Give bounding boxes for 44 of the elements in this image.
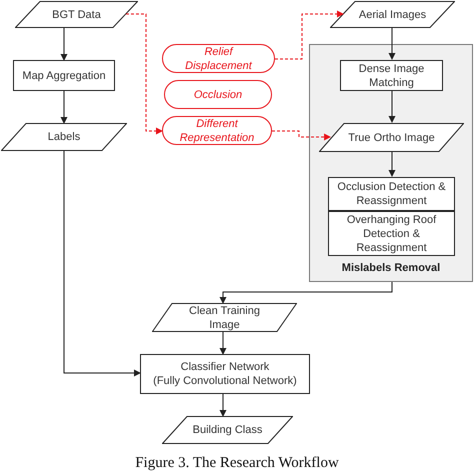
group-panel — [309, 44, 473, 282]
node-text: Different Representation — [178, 116, 256, 144]
data-parallelogram — [1, 123, 127, 151]
node-text: Map Aggregation — [22, 68, 106, 82]
node-text: Classifier Network — [180, 360, 270, 374]
process-box — [328, 177, 455, 211]
data-parallelogram — [330, 1, 455, 28]
node-text: Overhanging Roof Detection & Reassignment — [346, 212, 438, 254]
arrow — [60, 28, 68, 61]
arrow — [274, 10, 344, 60]
process-box — [340, 60, 443, 91]
issue-terminator — [164, 80, 272, 109]
arrow — [388, 150, 396, 177]
node-text: Dense Image Matching — [358, 62, 426, 90]
arrow — [220, 282, 392, 304]
node-text: True Ortho Image — [348, 130, 435, 144]
node-text: (Fully Convolutional Network) — [153, 374, 297, 388]
issue-terminator — [162, 116, 272, 145]
process-box — [13, 60, 115, 91]
arrow — [388, 90, 396, 123]
arrow — [64, 150, 141, 376]
arrow — [125, 14, 163, 134]
arrow — [220, 332, 226, 355]
process-box — [328, 211, 455, 256]
arrow — [272, 130, 332, 140]
node-text: Mislabels Removal — [340, 261, 442, 275]
node-text: BGT Data — [52, 8, 101, 22]
node-text: Labels — [48, 130, 80, 144]
node-text: Occlusion Detection & Reassignment — [336, 180, 447, 208]
data-parallelogram — [15, 1, 138, 28]
node-text: Building Class — [192, 423, 262, 437]
data-parallelogram — [152, 303, 297, 332]
node-text: Relief Displacement — [184, 44, 254, 72]
data-parallelogram — [162, 416, 293, 444]
process-box — [140, 354, 310, 394]
arrow — [388, 28, 396, 60]
data-parallelogram — [319, 123, 464, 152]
issue-terminator — [162, 44, 275, 73]
caption: Figure 3. The Research Workflow — [134, 454, 340, 473]
arrow — [220, 394, 226, 417]
node-text: Occlusion — [194, 88, 242, 102]
node-text: Aerial Images — [358, 8, 426, 22]
node-text: Clean Training Image — [188, 304, 261, 332]
arrow — [60, 90, 68, 124]
